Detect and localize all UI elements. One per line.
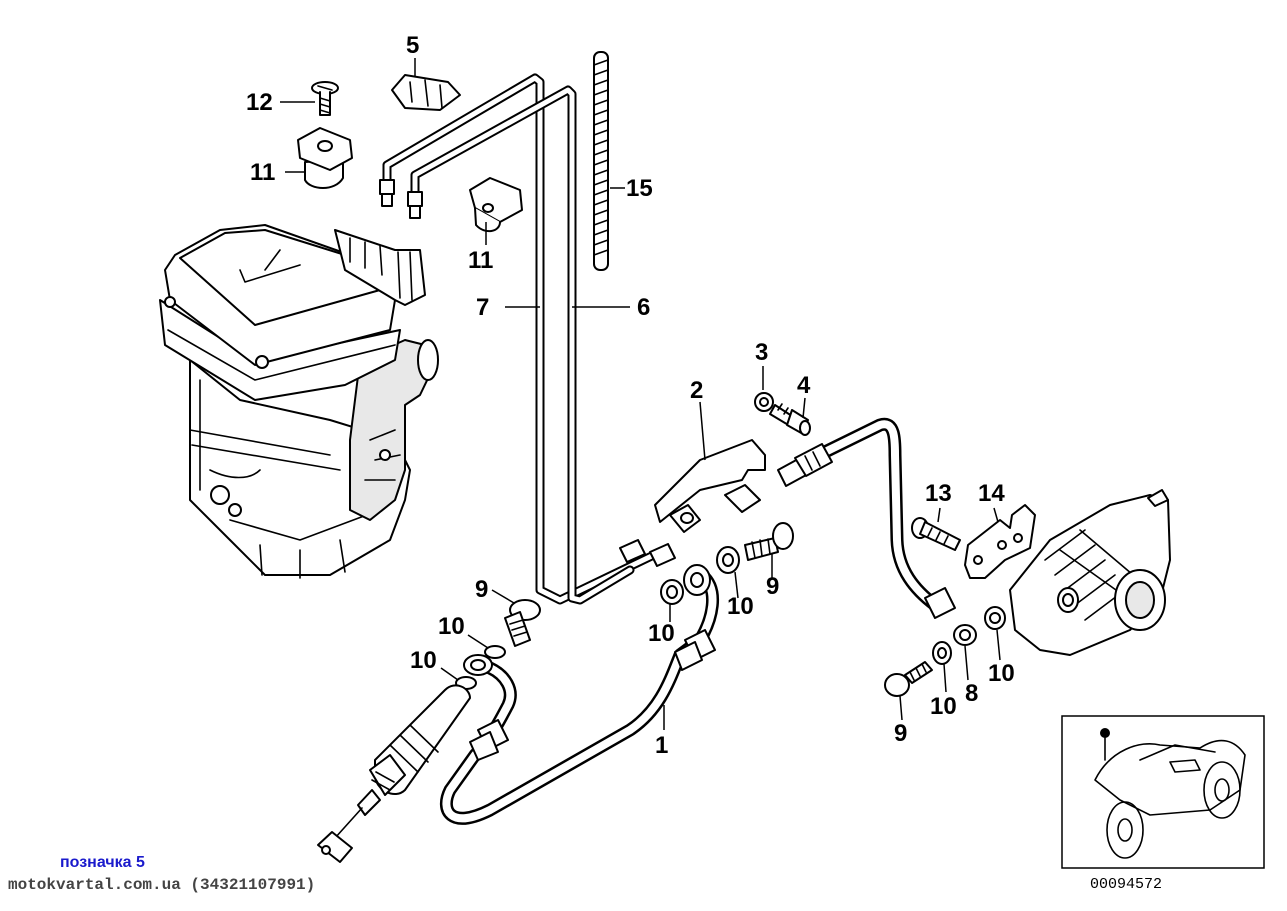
watermark-tag: позначка 5	[60, 854, 145, 871]
part-2-bracket	[654, 439, 766, 533]
leader-10c	[467, 634, 489, 649]
part-4-bolt	[769, 403, 811, 436]
watermark: позначка 5 motokvartal.com.ua (343211079…	[8, 852, 315, 896]
part-10-washer-a	[660, 579, 684, 605]
callout-5: 5	[406, 32, 419, 59]
bike-inset	[1061, 715, 1265, 869]
part-10-washer-e	[932, 641, 952, 665]
part-9-banjo-bolt-middle	[744, 522, 794, 561]
part-10-washer-b	[716, 546, 740, 574]
callout-2: 2	[690, 377, 703, 404]
callout-10a: 10	[648, 620, 675, 647]
callout-4: 4	[797, 372, 811, 399]
callout-13: 13	[925, 480, 952, 507]
callout-10e: 10	[930, 693, 957, 720]
callout-10f: 10	[988, 660, 1015, 687]
inset-code: 00094572	[1090, 876, 1162, 893]
leader-4	[802, 397, 806, 419]
abs-pressure-modulator	[159, 224, 439, 579]
part-1-brake-hose	[439, 564, 720, 825]
brake-pipes	[379, 73, 676, 605]
leader-10d	[440, 667, 459, 681]
leader-2	[699, 401, 706, 461]
part-9-banjo-bolt-left	[504, 599, 541, 647]
leader-9c	[899, 695, 903, 721]
callout-10b: 10	[727, 593, 754, 620]
callout-11b: 11	[468, 247, 493, 274]
leader-9a	[491, 589, 515, 604]
callout-11a: 11	[250, 159, 275, 186]
callout-9c: 9	[894, 720, 907, 747]
callout-3: 3	[755, 339, 768, 366]
rear-brake-caliper	[1009, 489, 1171, 656]
watermark-site: motokvartal.com.ua (34321107991)	[8, 876, 316, 894]
callout-14: 14	[978, 480, 1005, 507]
leader-14	[993, 507, 999, 523]
upper-brake-hose	[777, 417, 977, 646]
leader-8	[964, 645, 969, 681]
part-10-washer-c	[484, 645, 506, 659]
part-11-holder-middle	[469, 177, 523, 233]
callout-9a: 9	[475, 576, 488, 603]
leader-10f	[996, 629, 1001, 661]
part-13-bolt	[911, 517, 961, 551]
callout-15: 15	[626, 175, 653, 202]
part-5-pipe-clip	[391, 74, 461, 111]
callout-7: 7	[476, 294, 489, 321]
part-15-sleeve	[593, 51, 609, 271]
callout-1: 1	[655, 732, 668, 759]
part-9-banjo-bolt-right	[884, 661, 933, 697]
part-14-bracket	[964, 504, 1036, 579]
callout-9b: 9	[766, 573, 779, 600]
callout-6: 6	[637, 294, 650, 321]
callout-12: 12	[246, 89, 273, 116]
part-12-screw	[311, 81, 339, 116]
callout-labels: 1 2 3 4 5 6 7 8 9 9 9 10 10 10 10 10 10 …	[246, 32, 1162, 893]
callout-10c: 10	[438, 613, 465, 640]
master-cylinder	[317, 684, 471, 863]
leader-10e	[943, 663, 947, 693]
callout-8: 8	[965, 680, 978, 707]
leader-13	[937, 507, 941, 523]
part-11-grommet-left	[297, 127, 353, 189]
callout-10d: 10	[410, 647, 437, 674]
leader-10b	[734, 571, 739, 599]
part-10-washer-f	[984, 606, 1006, 630]
part-3-washer	[754, 392, 774, 412]
